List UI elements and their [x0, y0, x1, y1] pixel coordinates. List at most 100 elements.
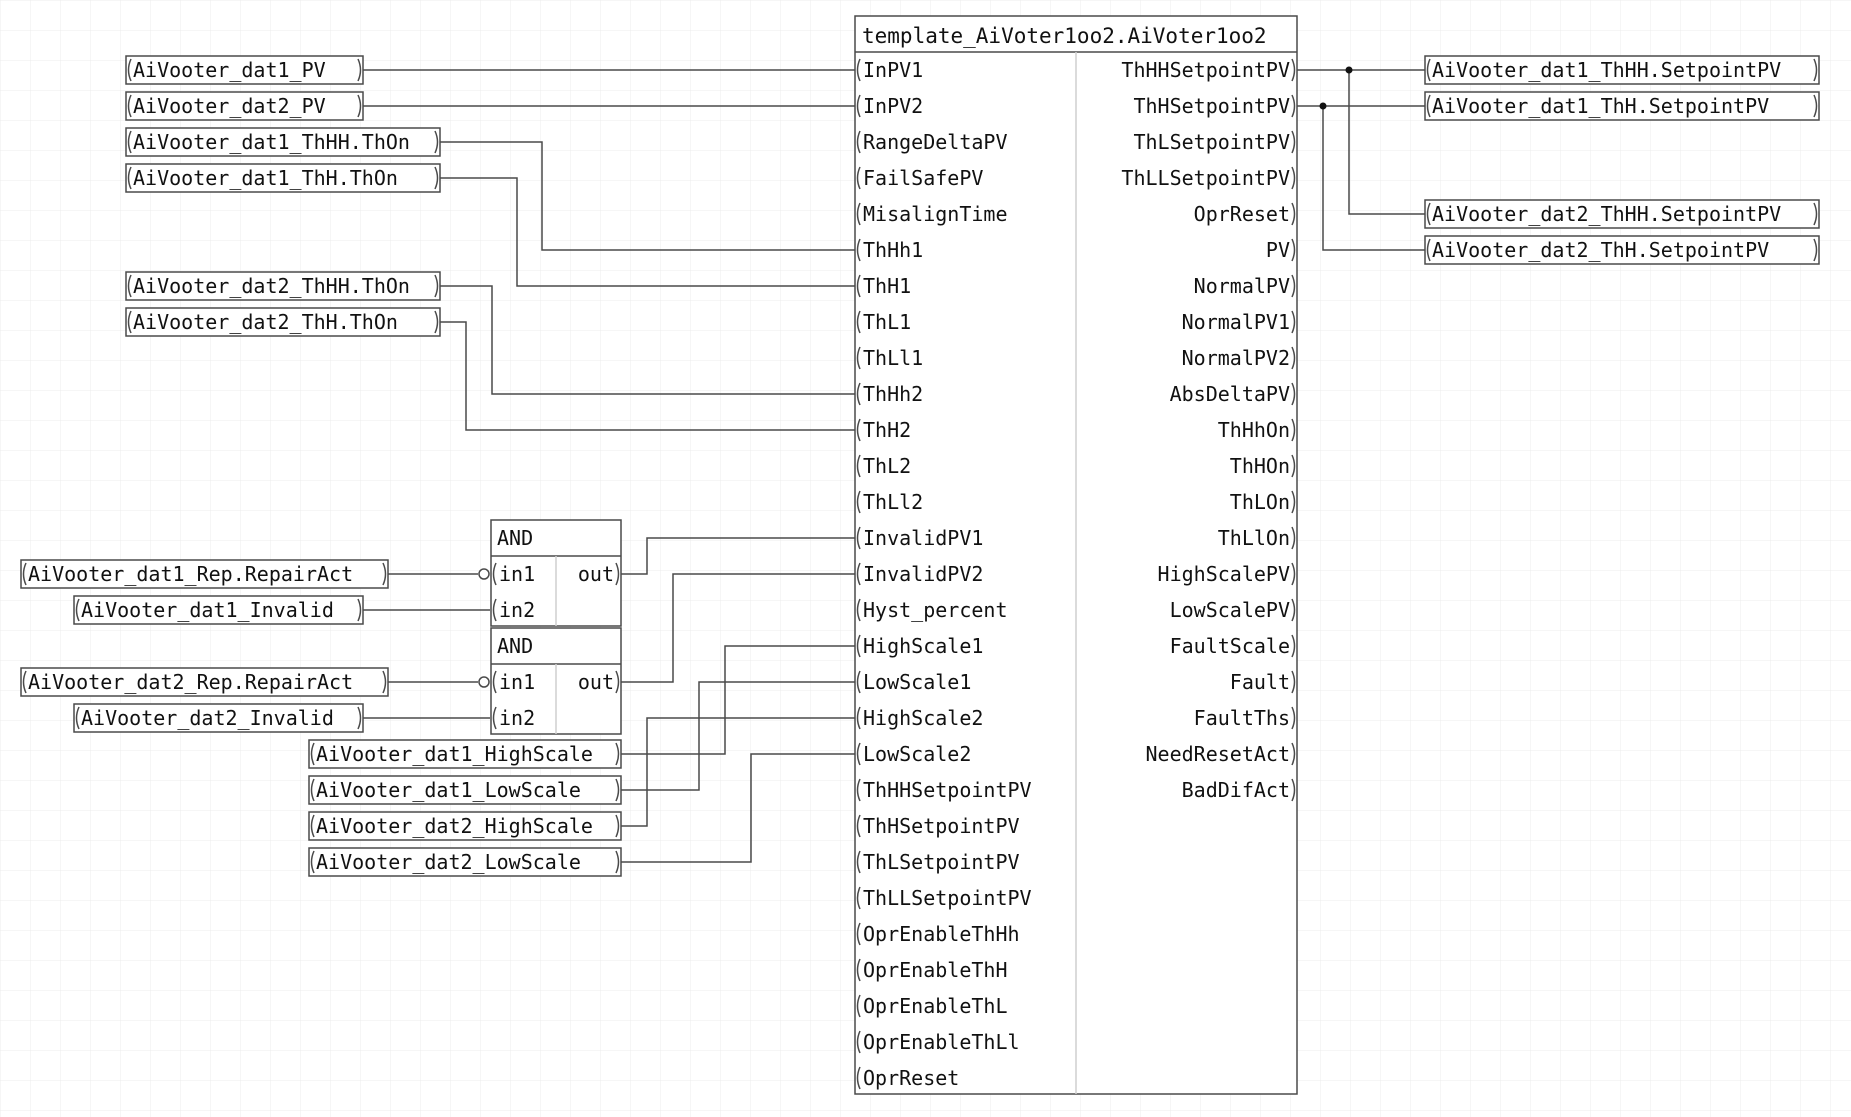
input-pin[interactable]: ThL1	[863, 310, 911, 334]
tag-bracket	[434, 166, 439, 190]
pin-bracket	[1291, 58, 1296, 82]
tag-bracket	[310, 814, 315, 838]
input-pin[interactable]: ThHh2	[863, 382, 923, 406]
variable-label: AiVooter_dat2_ThHH.SetpointPV	[1432, 202, 1781, 226]
variable-box	[125, 127, 441, 157]
output-pin[interactable]: ThHHSetpointPV	[1121, 58, 1290, 82]
and-block-title: AND	[497, 526, 533, 550]
variable-label: AiVooter_dat1_HighScale	[316, 742, 593, 766]
output-pin[interactable]: AbsDeltaPV	[1170, 382, 1290, 406]
input-pin[interactable]: LowScale1	[863, 670, 971, 694]
input-pin[interactable]: FailSafePV	[863, 166, 983, 190]
input-variable[interactable]: AiVooter_dat1_Invalid	[73, 595, 364, 625]
tag-bracket	[127, 94, 132, 118]
input-pin[interactable]: ThLSetpointPV	[863, 850, 1020, 874]
input-variable[interactable]: AiVooter_dat2_Invalid	[73, 703, 364, 733]
input-variable[interactable]: AiVooter_dat2_HighScale	[308, 811, 622, 841]
input-pin[interactable]: ThLl1	[863, 346, 923, 370]
output-pin[interactable]: ThLOn	[1230, 490, 1290, 514]
wire-dat2-highscale	[621, 717, 855, 827]
input-variable[interactable]: AiVooter_dat2_Rep.RepairAct	[20, 667, 389, 697]
output-pin[interactable]: FaultScale	[1170, 634, 1290, 658]
input-variable[interactable]: AiVooter_dat1_LowScale	[308, 775, 622, 805]
wire-and2-out	[621, 573, 855, 683]
input-pin[interactable]: ThH1	[863, 274, 911, 298]
input-pin[interactable]: HighScale2	[863, 706, 983, 730]
pin-bracket	[1291, 742, 1296, 766]
input-variable[interactable]: AiVooter_dat1_Rep.RepairAct	[20, 559, 389, 589]
input-pin[interactable]: LowScale2	[863, 742, 971, 766]
input-variable[interactable]: AiVooter_dat2_LowScale	[308, 847, 622, 877]
output-pin[interactable]: ThLSetpointPV	[1133, 130, 1290, 154]
input-variable[interactable]: AiVooter_dat2_ThH.ThOn	[125, 307, 441, 337]
output-pin[interactable]: ThLLSetpointPV	[1121, 166, 1290, 190]
output-variable[interactable]: AiVooter_dat1_ThH.SetpointPV	[1424, 91, 1820, 121]
main-block[interactable]: template_AiVoter1oo2.AiVoter1oo2 InPV1In…	[854, 15, 1298, 1095]
output-pin[interactable]: NormalPV	[1194, 274, 1290, 298]
port-bracket	[492, 670, 497, 694]
input-pin[interactable]: ThHHSetpointPV	[863, 778, 1032, 802]
and-block-in2[interactable]: in2	[499, 598, 535, 622]
input-pin[interactable]: MisalignTime	[863, 202, 1008, 226]
and-block-out[interactable]: out	[578, 670, 614, 694]
input-pin[interactable]: ThHh1	[863, 238, 923, 262]
output-pin[interactable]: FaultThs	[1194, 706, 1290, 730]
input-pin[interactable]: Hyst_percent	[863, 598, 1008, 622]
output-variable[interactable]: AiVooter_dat1_ThHH.SetpointPV	[1424, 55, 1820, 85]
input-pin[interactable]: RangeDeltaPV	[863, 130, 1008, 154]
input-pin[interactable]: InPV2	[863, 94, 923, 118]
and-block-2[interactable]: AND in1 in2 out	[478, 627, 622, 735]
input-variable[interactable]: AiVooter_dat1_HighScale	[308, 739, 622, 769]
output-pin[interactable]: HighScalePV	[1158, 562, 1290, 586]
input-pin[interactable]: ThLl2	[863, 490, 923, 514]
and-block-in1[interactable]: in1	[499, 670, 535, 694]
output-pin[interactable]: NormalPV2	[1182, 346, 1290, 370]
pin-bracket	[1291, 706, 1296, 730]
pin-bracket	[856, 58, 861, 82]
output-pin[interactable]: PV	[1266, 238, 1290, 262]
pin-bracket	[1291, 490, 1296, 514]
input-pin[interactable]: OprReset	[863, 1066, 959, 1090]
output-pin[interactable]: NormalPV1	[1182, 310, 1290, 334]
output-pin[interactable]: NeedResetAct	[1146, 742, 1291, 766]
input-variable[interactable]: AiVooter_dat2_PV	[125, 91, 364, 121]
input-pin[interactable]: OprEnableThH	[863, 958, 1008, 982]
tag-bracket	[127, 274, 132, 298]
input-variable[interactable]: AiVooter_dat1_ThHH.ThOn	[125, 127, 441, 157]
output-pin[interactable]: OprReset	[1194, 202, 1290, 226]
variable-box	[1424, 55, 1820, 85]
output-variable[interactable]: AiVooter_dat2_ThHH.SetpointPV	[1424, 199, 1820, 229]
input-pin[interactable]: InvalidPV1	[863, 526, 983, 550]
output-pin[interactable]: ThHSetpointPV	[1133, 94, 1290, 118]
input-variable[interactable]: AiVooter_dat2_ThHH.ThOn	[125, 271, 441, 301]
input-pin[interactable]: ThLLSetpointPV	[863, 886, 1032, 910]
and-block-out[interactable]: out	[578, 562, 614, 586]
port-bracket	[492, 562, 497, 586]
input-variable[interactable]: AiVooter_dat1_PV	[125, 55, 364, 85]
output-pin[interactable]: LowScalePV	[1170, 598, 1290, 622]
input-pin[interactable]: ThHSetpointPV	[863, 814, 1020, 838]
and-block-in1[interactable]: in1	[499, 562, 535, 586]
input-pin[interactable]: InvalidPV2	[863, 562, 983, 586]
tag-bracket	[615, 742, 620, 766]
output-pin[interactable]: BadDifAct	[1182, 778, 1290, 802]
input-pin[interactable]: HighScale1	[863, 634, 983, 658]
output-pin[interactable]: ThLlOn	[1218, 526, 1290, 550]
input-pin[interactable]: OprEnableThHh	[863, 922, 1020, 946]
output-variable[interactable]: AiVooter_dat2_ThH.SetpointPV	[1424, 235, 1820, 265]
input-pin[interactable]: ThH2	[863, 418, 911, 442]
pin-bracket	[1291, 130, 1296, 154]
output-pin[interactable]: Fault	[1230, 670, 1290, 694]
pin-bracket	[856, 670, 861, 694]
input-pin[interactable]: OprEnableThLl	[863, 1030, 1020, 1054]
and-block-1[interactable]: AND in1 in2 out	[478, 519, 622, 627]
pin-bracket	[856, 526, 861, 550]
input-pin[interactable]: InPV1	[863, 58, 923, 82]
and-block-in2[interactable]: in2	[499, 706, 535, 730]
input-pin[interactable]: ThL2	[863, 454, 911, 478]
tag-bracket	[1813, 94, 1818, 118]
input-pin[interactable]: OprEnableThL	[863, 994, 1008, 1018]
output-pin[interactable]: ThHOn	[1230, 454, 1290, 478]
input-variable[interactable]: AiVooter_dat1_ThH.ThOn	[125, 163, 441, 193]
output-pin[interactable]: ThHhOn	[1218, 418, 1290, 442]
